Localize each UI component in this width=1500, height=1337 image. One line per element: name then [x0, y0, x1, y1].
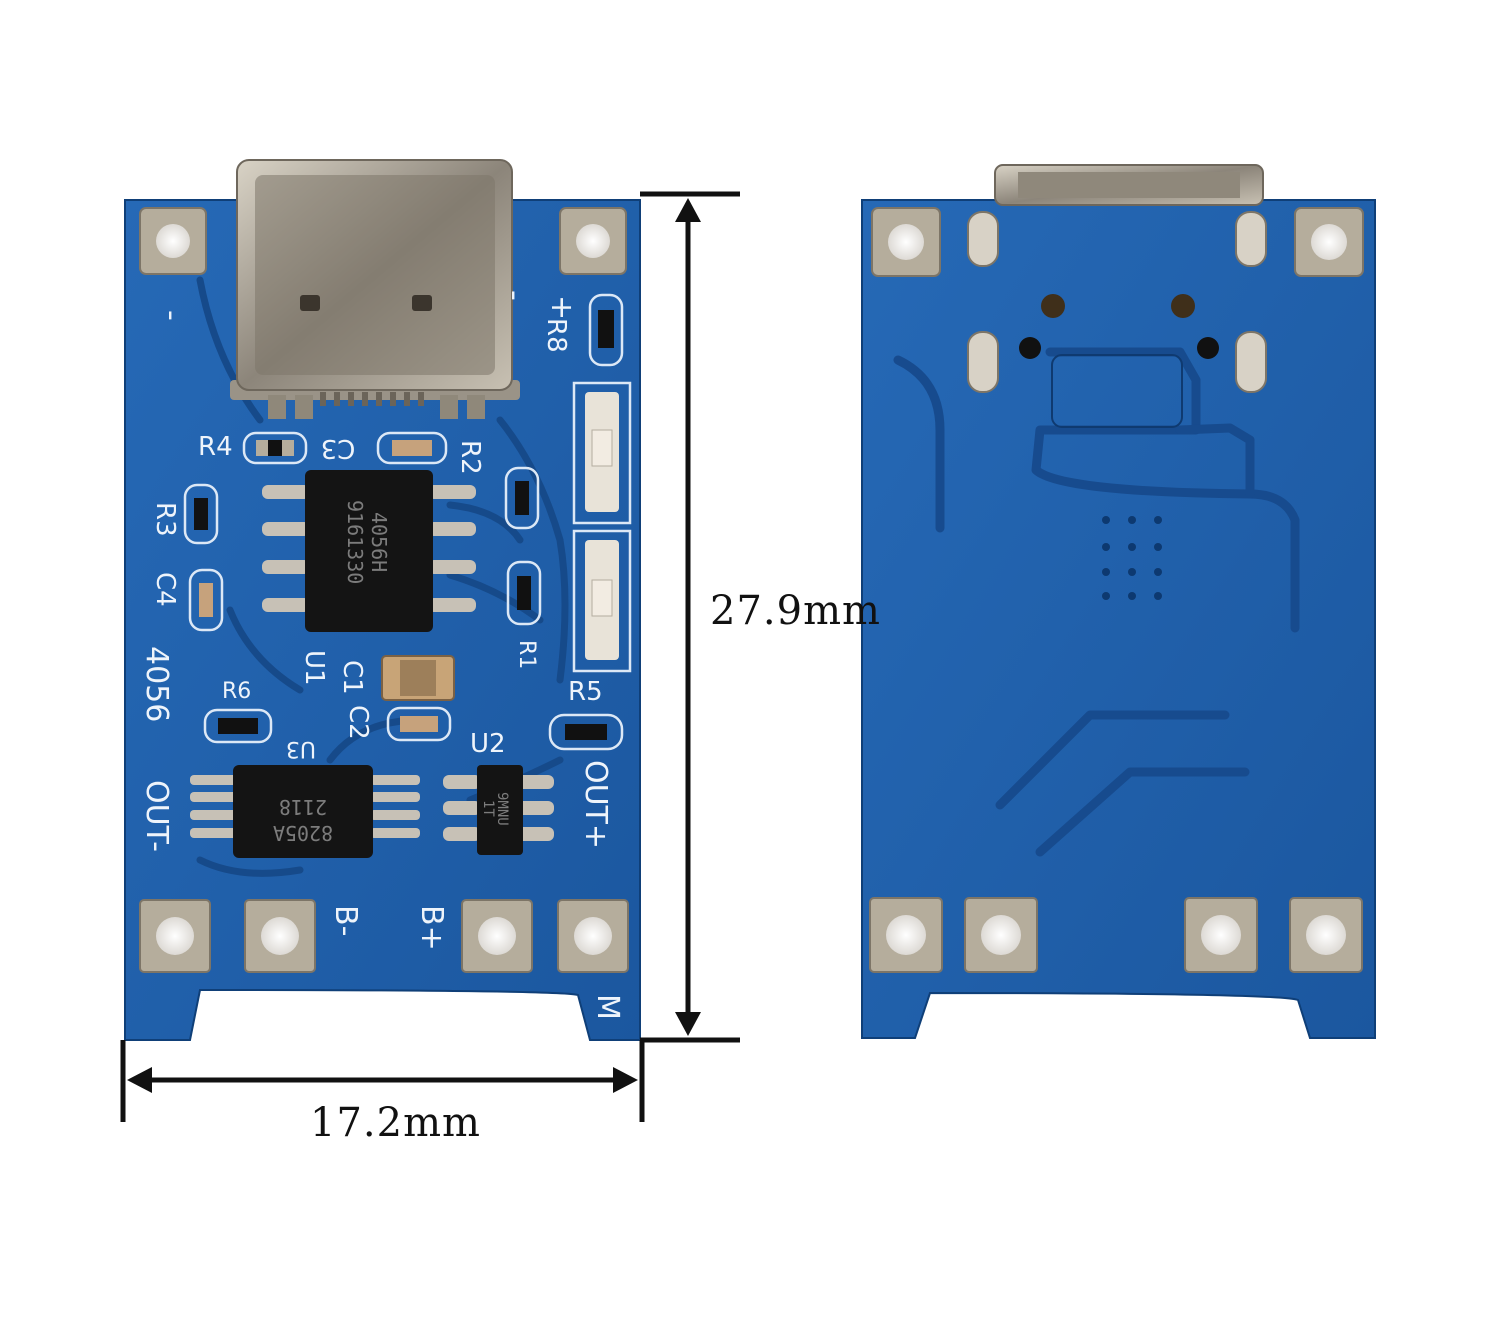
- back-traces: [893, 347, 1300, 857]
- back-vias: [1102, 516, 1162, 600]
- height-dimension-label: 27.9mm: [710, 588, 881, 634]
- silk-u1: U1: [299, 650, 329, 686]
- back-pcb-outline: [861, 199, 1376, 1039]
- silk-r1: R1: [514, 640, 539, 669]
- front-smd-parts: [183, 293, 624, 751]
- ic-prot-mark-1: 2118: [279, 795, 327, 819]
- usb-c-connector: [230, 159, 520, 419]
- back-slots: [967, 211, 1267, 393]
- silk-r8: R8: [541, 318, 571, 353]
- silk-r3: R3: [150, 502, 180, 537]
- silk-r5: R5: [568, 677, 603, 707]
- silk-b-plus: B+: [414, 905, 449, 951]
- front-top-pads: [139, 207, 627, 275]
- width-dimension-label: 17.2mm: [310, 1100, 481, 1146]
- back-top-pads: [871, 207, 1364, 277]
- front-bottom-pads: [139, 899, 629, 973]
- silk-b-minus: B-: [328, 905, 363, 936]
- silk-plus: +: [544, 295, 579, 320]
- silk-minus-right: -: [497, 290, 532, 301]
- ic-main-mark-1: 4056H: [367, 512, 391, 572]
- ic-small-mark-2: 1T: [480, 800, 496, 817]
- main-charger-ic: [262, 470, 476, 632]
- front-leds: [572, 381, 632, 673]
- back-bottom-pads: [869, 897, 1363, 973]
- silk-r4: R4: [198, 432, 233, 462]
- silk-out-plus: OUT+: [578, 760, 613, 849]
- small-ic: [443, 765, 554, 855]
- ic-small-mark-1: 9MNU: [494, 792, 510, 826]
- silk-m: M: [590, 994, 625, 1020]
- silk-r6: R6: [222, 679, 251, 704]
- silk-c1: C1: [337, 660, 367, 695]
- silk-model: 4056: [139, 646, 174, 722]
- height-dimension: [640, 191, 740, 1043]
- width-dimension: [120, 1040, 645, 1122]
- silk-minus: -: [154, 310, 189, 321]
- back-holes: [1019, 294, 1219, 359]
- silk-r2: R2: [455, 440, 485, 475]
- front-board: R4 C3 R2 R3 C4 4056 U1 C1 C2 R6 U3 U2 R1…: [124, 159, 641, 1041]
- silk-out-minus: OUT-: [139, 780, 174, 852]
- back-board: [861, 164, 1376, 1039]
- ic-prot-mark-2: 8205A: [273, 821, 333, 845]
- silk-u2: U2: [470, 729, 506, 759]
- silk-c2: C2: [343, 705, 373, 740]
- silk-c3: C3: [321, 433, 356, 463]
- silk-c4: C4: [150, 572, 180, 607]
- ic-main-mark-2: 9161330: [343, 500, 367, 584]
- back-usb-shell: [994, 164, 1264, 206]
- protection-ic: [190, 765, 420, 858]
- silk-u3: U3: [286, 736, 316, 761]
